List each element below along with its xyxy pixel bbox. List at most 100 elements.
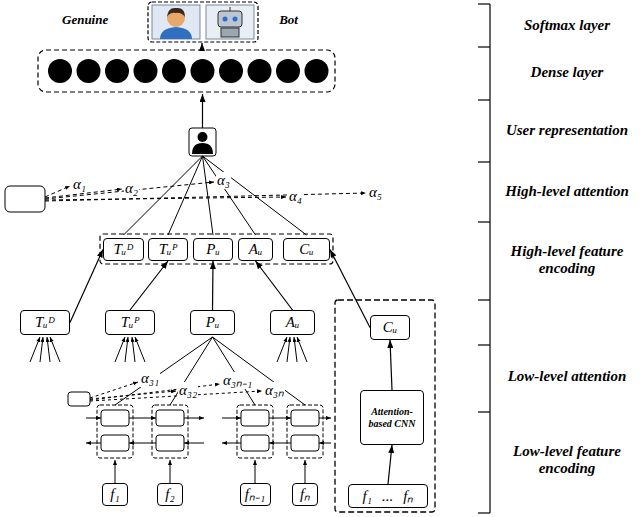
arrow-connector	[388, 445, 392, 484]
text-holder: Attention-based CNN	[365, 406, 419, 429]
layer-name: High-level attention	[494, 183, 640, 200]
neuron	[191, 59, 215, 83]
feature-box: Pᵤ	[190, 310, 235, 335]
text-holder: Aᵤ	[249, 241, 263, 258]
arrow	[201, 43, 202, 50]
node-text: Bot	[279, 12, 298, 28]
text-holder: Tᵤᴰ	[114, 241, 134, 258]
feature-box: Aᵤ	[238, 238, 273, 261]
text-holder: Pᵤ	[206, 314, 220, 331]
attention-weight: α₄	[288, 188, 303, 205]
output-classes: Genuine Bot	[62, 8, 298, 34]
node-text: Tᵤᴾ	[159, 241, 178, 258]
attention-line	[213, 337, 256, 405]
feature-box: Tᵤᴰ	[20, 310, 70, 335]
attention-line	[168, 156, 203, 235]
node-text: fₙ	[300, 486, 310, 503]
bilstm-cells	[97, 405, 323, 458]
text-holder: Tᵤᴰ	[35, 314, 55, 331]
genuine-icon-hair	[167, 8, 185, 17]
node-text: Aᵤ	[249, 241, 263, 258]
node-text: Tᵤᴰ	[114, 241, 134, 258]
arrow-connector	[256, 261, 293, 310]
input-box: fₙ₋₁	[240, 483, 271, 506]
feature-box: Tᵤᴾ	[105, 310, 155, 335]
attention-weight: α₃	[216, 172, 231, 189]
cnn-box: Attention-based CNN	[360, 390, 424, 445]
attention-dashed-line	[45, 197, 286, 200]
text-holder: Pᵤ	[206, 241, 220, 258]
neuron	[219, 59, 243, 83]
neuron	[305, 59, 329, 83]
input-box: f₂	[157, 483, 183, 506]
attention-weight: α₃ₙ₋₁	[222, 372, 253, 389]
layer-name: Dense layer	[494, 64, 640, 81]
layer-name: High-level feature encoding	[494, 243, 640, 278]
attention-weight: α₅	[368, 184, 383, 201]
attention-line	[213, 337, 306, 405]
attention-line	[203, 156, 256, 235]
node-text: f₁	[110, 486, 119, 503]
node-text: Pᵤ	[206, 314, 220, 331]
layer-bracket	[478, 4, 490, 513]
output-frame	[148, 2, 258, 42]
cnn-branch-frame	[335, 300, 435, 512]
layer-name: Low-level attention	[494, 368, 640, 385]
user-icon-frame	[189, 128, 216, 156]
text-holder: Aᵤ	[286, 314, 300, 331]
node-text: Tᵤᴰ	[35, 314, 55, 331]
input-box: f₁	[102, 483, 128, 506]
feature-box: Pᵤ	[193, 238, 233, 261]
node-text: f₁	[363, 488, 372, 505]
bot-icon-eye	[233, 17, 238, 22]
node-text: Pᵤ	[206, 241, 220, 258]
bot-icon-eye	[223, 17, 228, 22]
bot-icon-body	[221, 28, 239, 37]
text-holder: Cᵤ	[299, 241, 313, 258]
bot-icon-antenna	[230, 7, 231, 11]
neuron	[77, 59, 101, 83]
neuron	[248, 59, 272, 83]
neuron	[48, 59, 72, 83]
attention-query-box	[5, 186, 45, 212]
dense-layer-frame	[38, 50, 335, 92]
neuron	[276, 59, 300, 83]
arrow-connector	[212, 261, 214, 310]
feature-row-frame	[100, 234, 333, 264]
neuron	[105, 59, 129, 83]
layer-name: User representation	[494, 122, 640, 139]
attention-dashed-line	[45, 193, 366, 201]
attention-query-box	[68, 392, 90, 406]
attention-weight: α₂	[124, 180, 139, 197]
bot-icon-head	[218, 11, 242, 27]
node-text: ...	[382, 488, 393, 505]
node-text: Genuine	[62, 12, 108, 28]
input-fan	[30, 337, 307, 362]
attention-dashed-line	[90, 382, 138, 398]
text-holder: f₁	[110, 486, 119, 503]
text-holder: Tᵤᴾ	[121, 314, 140, 331]
attention-line	[115, 337, 213, 405]
attention-dashed-line	[90, 391, 262, 401]
user-icon-head	[198, 132, 208, 142]
node-text: Aᵤ	[286, 314, 300, 331]
feature-box: Tᵤᴰ	[103, 238, 144, 261]
neuron	[162, 59, 186, 83]
feature-box: Tᵤᴾ	[148, 238, 188, 261]
text-holder: f₁... fₙ	[363, 488, 414, 505]
arrow	[202, 94, 203, 128]
feature-box: Cᵤ	[283, 238, 330, 261]
node-text: f₂	[165, 486, 174, 503]
text-holder: Cᵤ	[383, 319, 397, 336]
node-text: Cᵤ	[299, 241, 313, 258]
text-holder: f₂	[165, 486, 174, 503]
feature-box: Aᵤ	[270, 310, 315, 335]
node-text: fₙ	[403, 488, 413, 505]
layer-name: Low-level feature encoding	[494, 443, 640, 478]
text-holder: fₙ	[300, 486, 310, 503]
attention-line	[203, 156, 307, 235]
node-text: Attention-based CNN	[365, 406, 419, 429]
recurrent-arrows	[86, 418, 331, 483]
arrow-connector	[330, 250, 370, 328]
node-text: fₙ₋₁	[245, 486, 265, 503]
